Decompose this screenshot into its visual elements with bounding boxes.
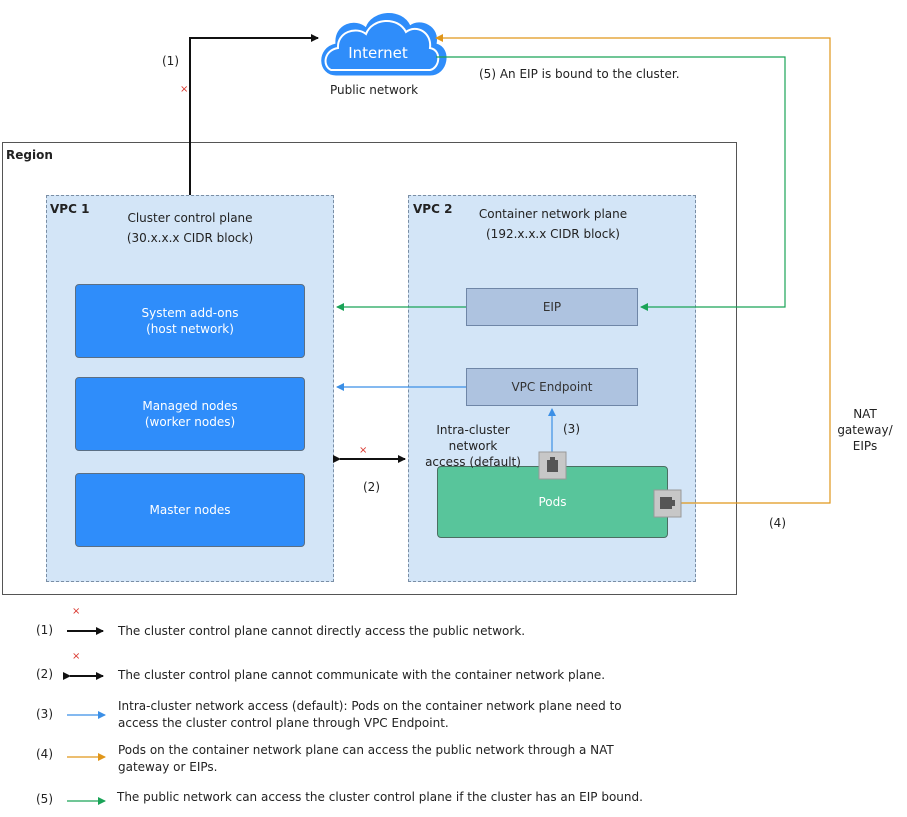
managed-nodes-box: Managed nodes (worker nodes) <box>75 377 305 451</box>
legend-num-1: (1) <box>36 623 53 637</box>
label-4: (4) <box>769 516 786 530</box>
legend-cross-2: × <box>72 651 81 662</box>
vpc1-title: Cluster control plane <box>127 211 253 225</box>
eip-label: EIP <box>542 300 562 314</box>
vpc1-cidr: (30.x.x.x CIDR block) <box>126 231 254 245</box>
vpc2-label: VPC 2 <box>413 202 453 216</box>
pods-label: Pods <box>538 495 567 509</box>
master-nodes-box: Master nodes <box>75 473 305 547</box>
legend-text-3a: Intra-cluster network access (default): … <box>118 699 622 713</box>
intra-cluster-line2: access (default) <box>425 455 521 469</box>
vpc1-label: VPC 1 <box>50 202 90 216</box>
legend-text-2: The cluster control plane cannot communi… <box>118 668 606 682</box>
label-5-note: (5) An EIP is bound to the cluster. <box>479 67 680 81</box>
legend-text-1: The cluster control plane cannot directl… <box>118 624 526 638</box>
intra-cluster-label: Intra-cluster network access (default) <box>416 422 530 470</box>
legend-num-5: (5) <box>36 792 53 806</box>
intra-cluster-line1: Intra-cluster network <box>436 423 510 453</box>
legend-num-2: (2) <box>36 667 53 681</box>
legend-text-4b: gateway or EIPs. <box>118 760 218 774</box>
pod-egress-port-icon <box>653 489 682 518</box>
eip-box: EIP <box>466 288 638 326</box>
cross-mark-1: × <box>180 84 189 95</box>
legend-text-4a: Pods on the container network plane can … <box>118 743 614 757</box>
managed-nodes-label: Managed nodes <box>142 399 238 413</box>
arrow-5-internet-to-eip <box>436 56 786 311</box>
vpc2-title: Container network plane <box>478 207 628 221</box>
managed-nodes-sublabel: (worker nodes) <box>144 415 236 429</box>
legend-text-5: The public network can access the cluste… <box>117 790 643 804</box>
system-addons-label: System add-ons <box>141 306 239 320</box>
legend-cross-1: × <box>72 606 81 617</box>
vpc2-cidr: (192.x.x.x CIDR block) <box>486 227 620 241</box>
vpc-endpoint-box: VPC Endpoint <box>466 368 638 406</box>
region-label: Region <box>6 148 53 162</box>
system-addons-sublabel: (host network) <box>146 322 234 336</box>
arrow-1-control-to-internet <box>189 34 319 195</box>
pod-port-icon <box>538 451 567 480</box>
legend-text-3b: access the cluster control plane through… <box>118 716 449 730</box>
cloud-icon <box>321 13 447 76</box>
legend-num-4: (4) <box>36 747 53 761</box>
nat-line3: EIPs <box>852 439 878 453</box>
label-3: (3) <box>563 422 580 436</box>
legend-num-3: (3) <box>36 707 53 721</box>
nat-line1: NAT <box>853 407 877 421</box>
cross-mark-2: × <box>359 445 368 456</box>
arrow-4-pods-to-internet <box>435 34 831 504</box>
vpc-endpoint-label: VPC Endpoint <box>511 380 593 394</box>
public-network-caption: Public network <box>329 83 419 97</box>
label-2: (2) <box>363 480 380 494</box>
nat-line2: gateway/ <box>837 423 893 437</box>
label-1: (1) <box>162 54 179 68</box>
master-nodes-label: Master nodes <box>149 503 231 517</box>
nat-gateway-label: NAT gateway/ EIPs <box>830 406 900 454</box>
internet-label: Internet <box>348 44 408 62</box>
system-addons-box: System add-ons (host network) <box>75 284 305 358</box>
region-boundary <box>2 142 737 595</box>
